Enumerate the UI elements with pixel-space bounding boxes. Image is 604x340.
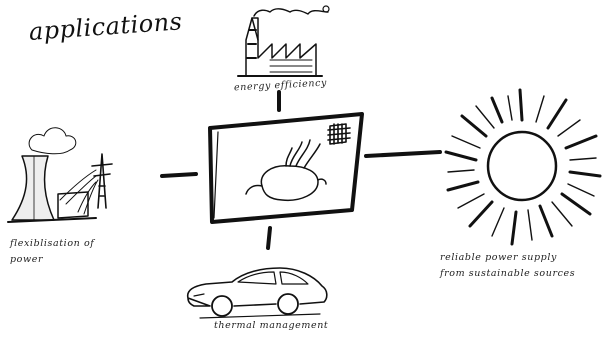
central-panel: [210, 114, 362, 222]
connector-left: [162, 174, 196, 176]
car-icon: [188, 268, 327, 318]
thermal-management-label: thermal management: [214, 318, 328, 334]
cooling-tower-icon: [8, 128, 96, 222]
flexibilisation-line-2: power: [10, 252, 130, 268]
connector-right: [366, 152, 440, 156]
flexibilisation-line-1: flexiblisation of: [10, 236, 130, 252]
sun-icon: [446, 90, 600, 244]
reliable-power-label: reliable power supply from sustainable s…: [440, 250, 604, 282]
factory-icon: [238, 6, 329, 76]
connector-bottom: [268, 228, 270, 248]
flexibilisation-label: flexiblisation of power: [10, 236, 130, 268]
reliable-power-line-2: from sustainable sources: [440, 266, 604, 282]
reliable-power-line-1: reliable power supply: [440, 250, 604, 266]
